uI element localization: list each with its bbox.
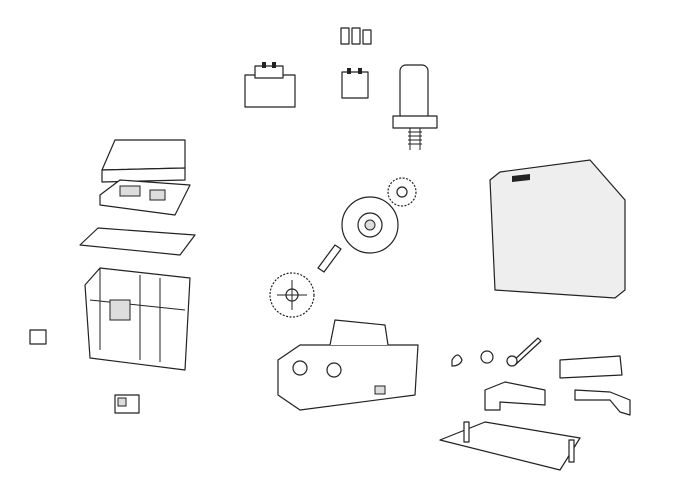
mounting-bracket-right <box>574 389 631 416</box>
drive-gear-wheel <box>341 196 399 254</box>
connector-plugs <box>340 27 372 45</box>
motor-cover <box>489 159 626 299</box>
release-key <box>451 354 463 367</box>
release-lever <box>559 355 623 379</box>
board-bracket <box>79 227 196 256</box>
pinion-gear <box>387 177 417 207</box>
output-gear <box>269 272 315 318</box>
capacitor-terminal <box>341 68 369 99</box>
knob <box>480 350 494 364</box>
release-pin <box>506 337 542 367</box>
limit-switch <box>114 394 140 414</box>
small-connector <box>29 329 47 345</box>
worm-shaft <box>317 244 342 273</box>
base-plate <box>439 421 581 471</box>
control-board <box>99 179 191 216</box>
frame-chassis <box>84 267 191 371</box>
transformer <box>244 62 296 108</box>
motor <box>392 64 438 150</box>
gearbox-base <box>277 319 419 411</box>
mounting-bracket-left <box>484 381 546 411</box>
control-board-cover <box>101 139 186 183</box>
